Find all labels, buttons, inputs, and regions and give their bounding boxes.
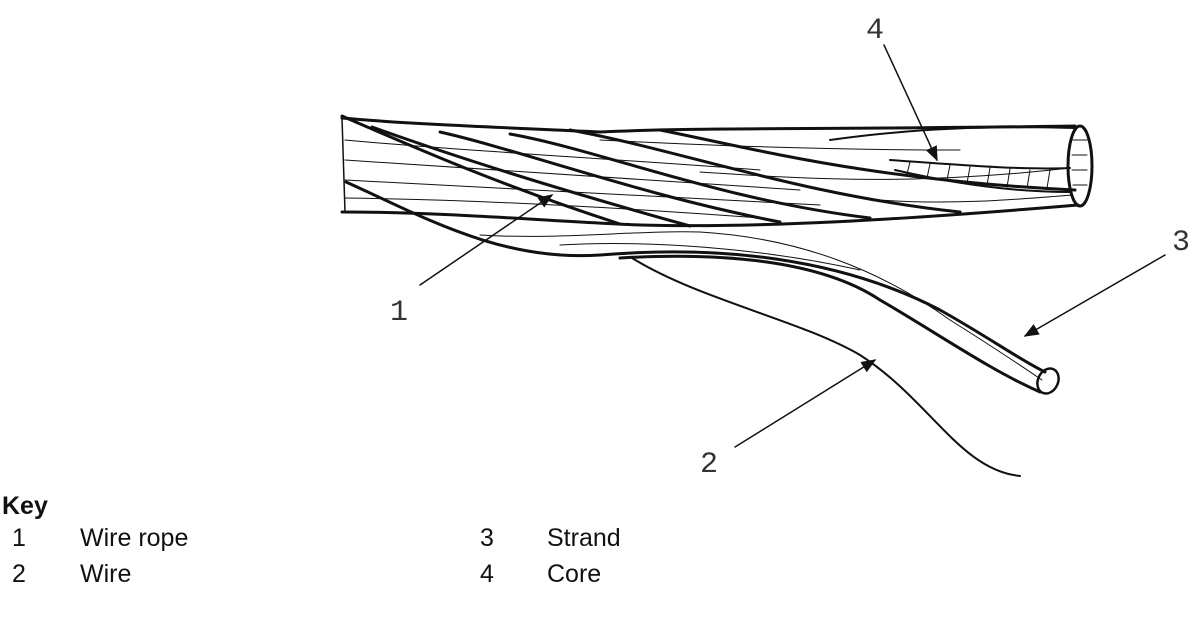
key-number: 1 (12, 524, 26, 552)
leader-4 (883, 44, 938, 162)
callout-4: 4 (866, 14, 884, 48)
callout-3: 3 (1172, 226, 1190, 260)
core (889, 124, 1094, 208)
callout-2: 2 (700, 448, 718, 482)
wire-rope (340, 114, 1080, 228)
leader-3 (1023, 254, 1166, 337)
wire (631, 257, 1021, 477)
key-number: 4 (480, 560, 494, 588)
key-label: Wire rope (80, 524, 189, 552)
leader-2 (734, 359, 877, 448)
key-label: Wire (80, 560, 132, 588)
leader-1 (419, 194, 554, 286)
key-label: Strand (547, 524, 621, 552)
key-label: Core (547, 560, 602, 588)
strand (344, 180, 1060, 395)
key-title: Key (2, 492, 48, 520)
callout-1: 1 (390, 296, 408, 330)
key-number: 3 (480, 524, 494, 552)
key-number: 2 (12, 560, 26, 588)
